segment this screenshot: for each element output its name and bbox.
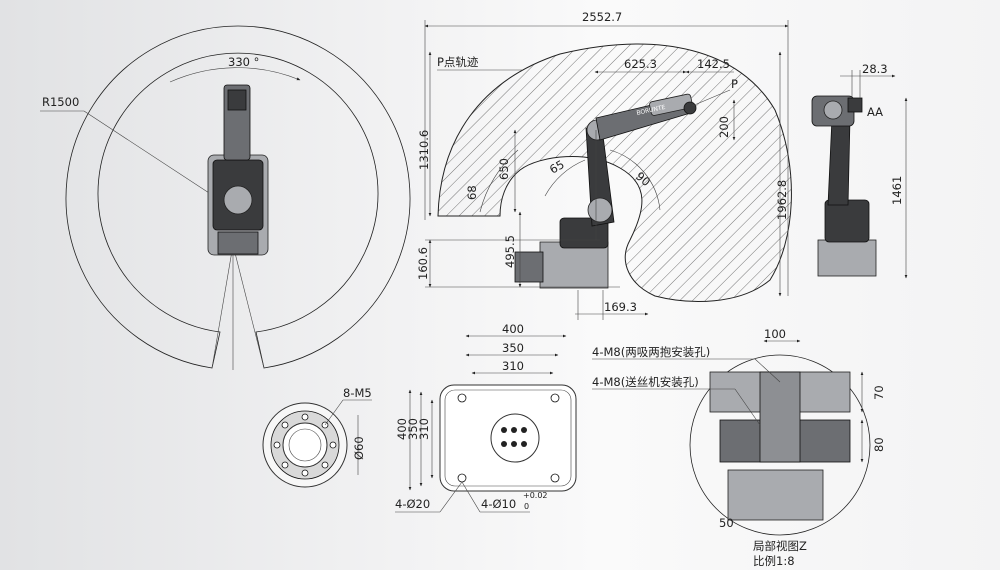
- base-small-holes: 4-Ø10: [481, 497, 516, 511]
- reach-radius-label: R1500: [42, 95, 79, 109]
- height-1962-dim: 1962.8: [775, 180, 789, 220]
- detail-scale: 比例1:8: [753, 554, 795, 568]
- flange-holes-label: 8-M5: [343, 386, 372, 400]
- base-height-310: 310: [417, 418, 431, 440]
- base-height-400: 400: [395, 418, 409, 440]
- base-upper-dim: 495.5: [503, 235, 517, 268]
- tolerance-upper: +0.02: [523, 491, 548, 500]
- base-width-400: 400: [502, 322, 524, 336]
- total-reach-dim: 2552.7: [582, 10, 622, 24]
- front-view: 28.3 AA 1461: [811, 62, 908, 279]
- view-mark-aa: AA: [867, 105, 883, 119]
- side-view: 2552.7 1310.6 1962.8 P点轨迹 BORUNTE 625.3 …: [416, 10, 792, 320]
- detail-bottom-dim: 50: [719, 516, 734, 530]
- detail-note-1: 4-M8(两吸两抱安装孔): [592, 345, 710, 359]
- angle-65: 65: [547, 157, 567, 176]
- offset-dim: 200: [717, 116, 731, 138]
- base-height-350: 350: [406, 418, 420, 440]
- rotation-angle-label: 330 °: [228, 55, 259, 69]
- top-view: 330 ° R1500: [40, 25, 411, 370]
- angle-68: 68: [465, 185, 479, 200]
- detail-note-2: 4-M8(送丝机安装孔): [592, 375, 699, 389]
- forearm-dim: 625.3: [624, 57, 657, 71]
- base-offset-dim: 169.3: [604, 300, 637, 314]
- work-envelope-hatched: [437, 43, 792, 302]
- robot-side-silhouette: BORUNTE: [514, 93, 697, 289]
- flange-offset-dim: 28.3: [862, 62, 888, 76]
- upper-arm-dim: 650: [497, 158, 511, 180]
- tolerance-lower: 0: [524, 502, 529, 511]
- detail-h70-dim: 70: [872, 385, 886, 400]
- work-range-outer-arc: [65, 25, 411, 369]
- total-height-dim: 1461: [890, 176, 904, 205]
- base-large-holes: 4-Ø20: [395, 497, 430, 511]
- detail-h80-dim: 80: [872, 437, 886, 452]
- base-width-350: 350: [502, 341, 524, 355]
- detail-width-dim: 100: [764, 327, 786, 341]
- detail-title: 局部视图Z: [753, 539, 807, 553]
- robot-top-silhouette: [207, 84, 269, 256]
- path-label: P点轨迹: [437, 55, 479, 69]
- flange-diameter-dim: Ø60: [352, 436, 366, 460]
- height-1310-dim: 1310.6: [417, 130, 431, 170]
- base-width-310: 310: [502, 359, 524, 373]
- detail-view-z: 100 70 80 50 4-M8(两吸两抱安装孔) 4-M8(送丝机安装孔) …: [592, 327, 886, 568]
- base-lower-dim: 160.6: [416, 247, 430, 280]
- base-view: 400 350 310 400 350 310 4-Ø20 4-Ø10 +0.0…: [395, 322, 577, 513]
- flange-view: 8-M5 Ø60: [262, 386, 372, 488]
- point-label: P: [731, 77, 738, 91]
- wrist-dim: 142.5: [697, 57, 730, 71]
